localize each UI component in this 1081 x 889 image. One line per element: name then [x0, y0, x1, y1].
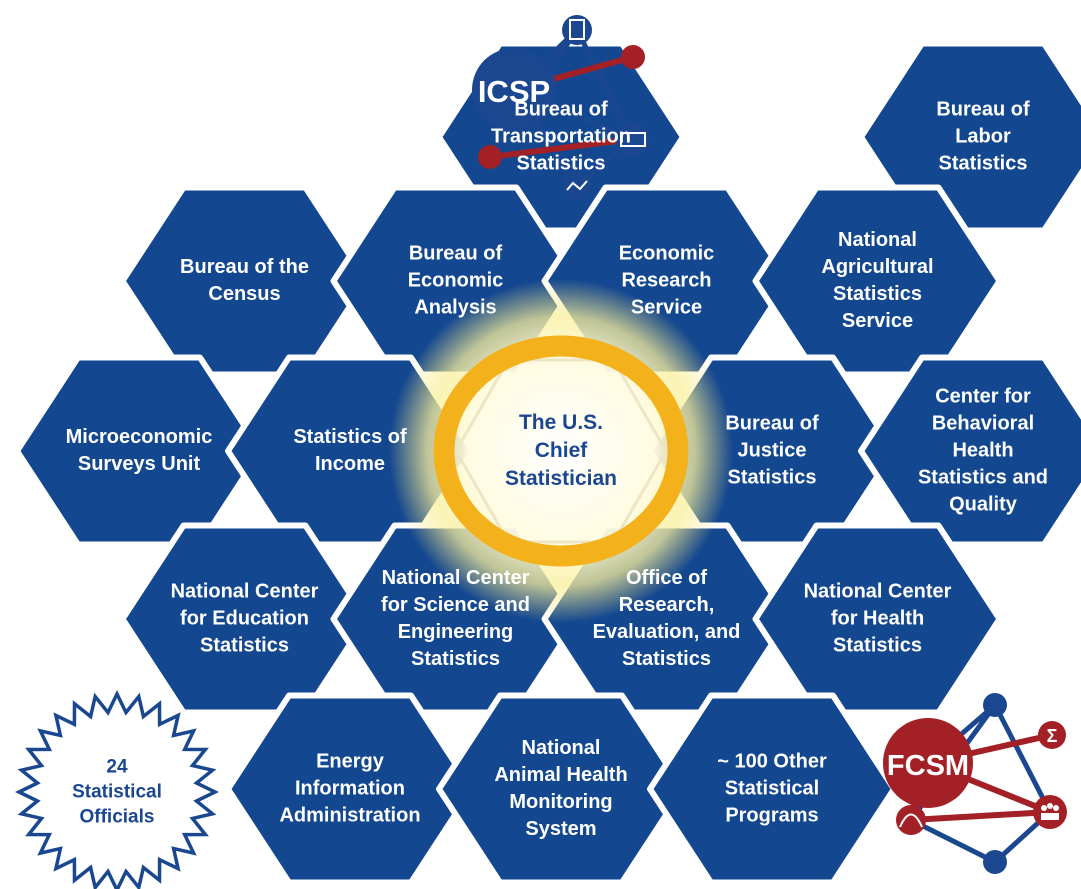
- fcsm-main-node: [883, 718, 973, 808]
- agency-hex-nahms: [436, 692, 686, 886]
- blue-node: [983, 693, 1007, 717]
- bell-curve-icon: [896, 805, 926, 835]
- starburst-badge: [14, 689, 220, 889]
- red-node: [621, 45, 645, 69]
- agency-label-nass: National Agricultural Statistics Service: [821, 229, 934, 332]
- officials-count-badge: 24 Statistical Officials: [72, 756, 162, 828]
- network-icon: [472, 48, 556, 132]
- agency-label-census: Bureau of the Census: [180, 256, 309, 305]
- agency-label-msu: Microeconomic Surveys Unit: [65, 426, 213, 475]
- center-ring: [433, 335, 689, 567]
- fcsm-logo-text: FCSM: [887, 750, 969, 782]
- agency-label-cbhsq: Center for Behavioral Health Statistics …: [917, 385, 1049, 516]
- agency-label-ers: Economic Research Service: [618, 242, 715, 319]
- agency-label-nchs: National Center for Health Statistics: [803, 580, 952, 657]
- agency-label-ncses: National Center for Science and Engineer…: [381, 567, 530, 670]
- agency-hex-bls: [858, 40, 1081, 234]
- red-node: [478, 145, 502, 169]
- icsp-logo-text: ICSP: [478, 74, 550, 109]
- agency-label-eia: Energy Information Administration: [279, 750, 421, 827]
- building-icon: [616, 122, 650, 156]
- agency-label-bts: Bureau of Transportation Statistics: [490, 98, 631, 175]
- agency-label-nahms: National Animal Health Monitoring System: [494, 737, 628, 840]
- center-glow: [389, 279, 733, 623]
- agency-label-soi: Statistics of Income: [293, 426, 407, 475]
- agency-label-bjs: Bureau of Justice Statistics: [725, 412, 819, 489]
- agency-hex-cbhsq: [858, 354, 1081, 548]
- agency-label-nces: National Center for Education Statistics: [170, 580, 319, 657]
- agency-label-bea: Bureau of Economic Analysis: [407, 242, 504, 319]
- center-title: The U.S. Chief Statistician: [504, 411, 618, 490]
- blue-node: [983, 850, 1007, 874]
- agency-label-ores: Office of Research, Evaluation, and Stat…: [592, 567, 741, 670]
- agency-label-other: ~ 100 Other Statistical Programs: [717, 750, 827, 827]
- sigma-glyph: Σ: [1047, 726, 1058, 746]
- agency-hex-nchs: [752, 522, 1003, 716]
- fcsm-logo: Σ FCSM: [883, 693, 1067, 874]
- agency-hex-eia: [225, 692, 475, 886]
- agency-label-bls: Bureau of Labor Statistics: [936, 98, 1030, 175]
- agency-hex-other: [647, 692, 897, 886]
- sigma-icon: [1038, 721, 1066, 749]
- icsp-logo: ICSP: [472, 15, 650, 200]
- people-icon: [1033, 795, 1067, 829]
